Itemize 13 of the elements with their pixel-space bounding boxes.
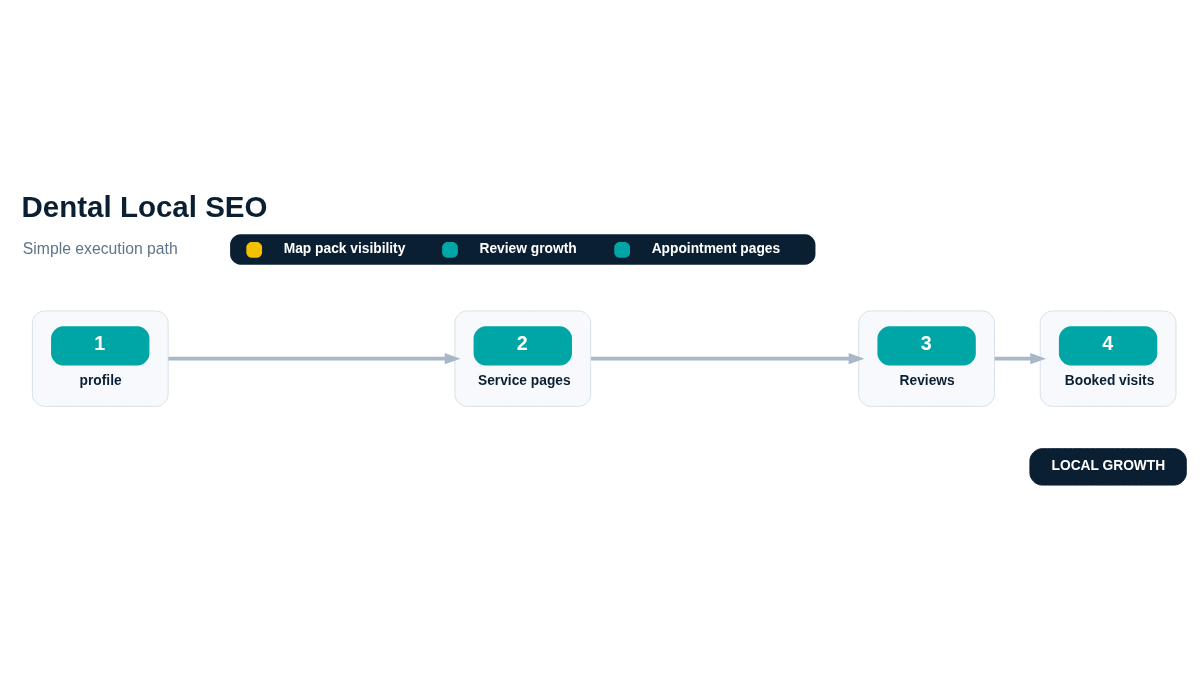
legend-label: Map pack visibility	[283, 240, 406, 256]
diagram-title: Dental Local SEO	[21, 189, 268, 223]
label: Simple execution path	[22, 240, 178, 258]
node-box: 4 Booked visits	[1039, 310, 1177, 407]
node-box: LOCAL GROWTH	[1029, 448, 1187, 486]
arrow	[591, 353, 865, 365]
node-box: 1 profile	[31, 310, 169, 407]
arrow	[168, 353, 461, 365]
node-box: 3 Reviews	[858, 310, 995, 407]
legend-label: Appointment pages	[651, 240, 781, 256]
node-box: 2 Service pages	[454, 310, 592, 407]
arrow	[994, 353, 1047, 365]
legend-label: Review growth	[479, 240, 577, 256]
